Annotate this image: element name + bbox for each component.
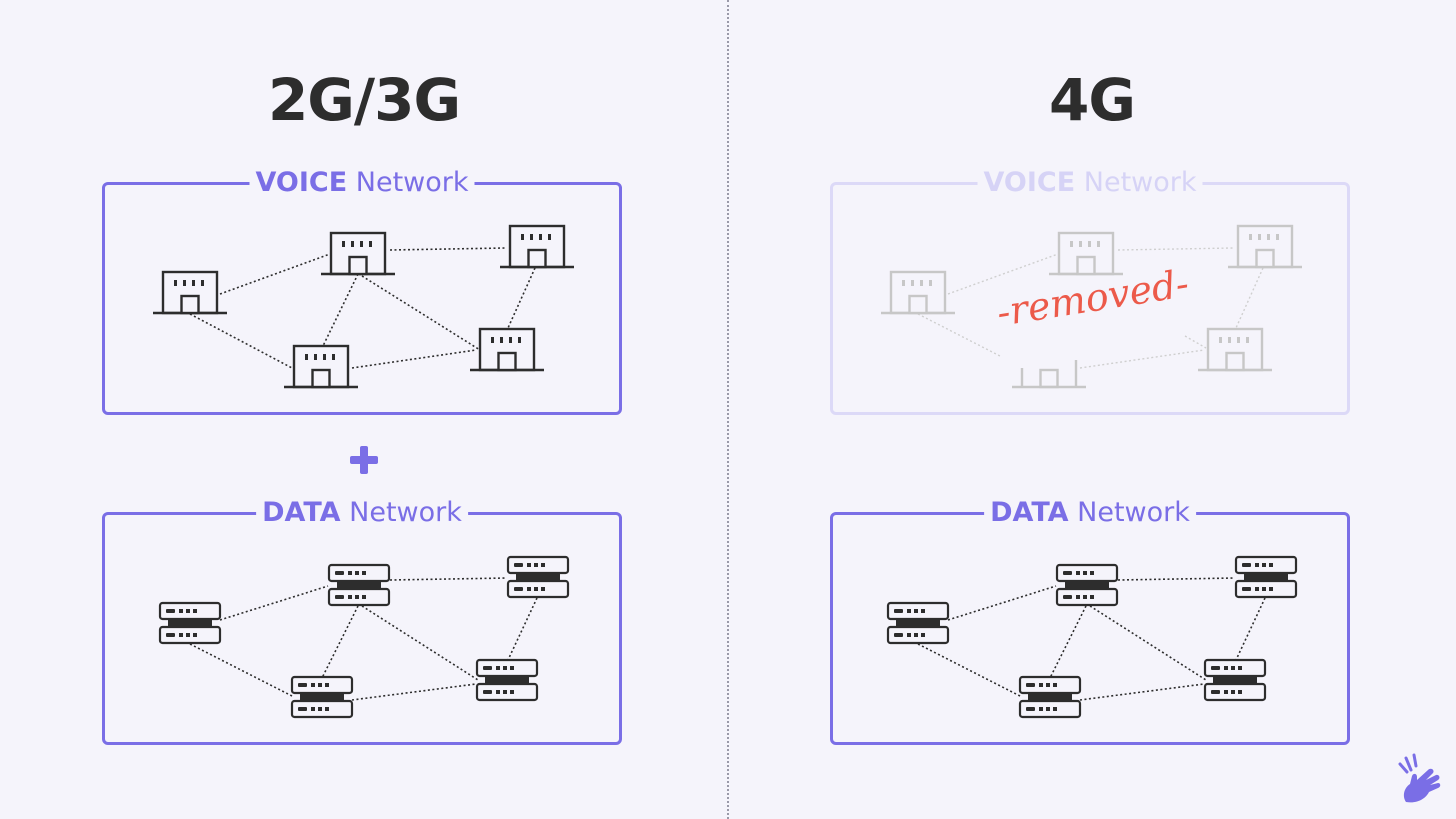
server-stack-icon (1055, 563, 1119, 607)
server-stack-icon (886, 601, 950, 645)
building-icon (879, 270, 957, 315)
data-keyword: DATA (262, 497, 341, 528)
data-network-box-4g: DATA Network (830, 495, 1350, 745)
server-stack-icon (475, 658, 539, 702)
hand-logo-icon (1398, 753, 1441, 803)
network-suffix: Network (340, 497, 462, 528)
server-stack-icon (158, 601, 222, 645)
voice-network-label: VOICE Network (977, 165, 1203, 201)
data-nodes-2g3g (158, 555, 570, 719)
voice-keyword: VOICE (255, 167, 348, 198)
voice-network-box-4g: VOICE Network (830, 165, 1350, 415)
center-divider (727, 0, 729, 819)
network-suffix: Network (1075, 167, 1197, 198)
server-stack-icon (506, 555, 570, 599)
voice-network-box-2g3g: VOICE Network (102, 165, 622, 415)
voice-nodes-2g3g (151, 224, 576, 389)
building-icon (1226, 224, 1304, 269)
building-icon (319, 231, 397, 276)
data-network-label: DATA Network (256, 495, 468, 531)
voice-keyword: VOICE (983, 167, 1076, 198)
building-icon (1047, 231, 1125, 276)
title-4g: 4G (1049, 66, 1136, 134)
voice-nodes-4g-faded (879, 224, 1304, 389)
voice-links-4g-faded (917, 247, 1264, 369)
data-network-box-2g3g: DATA Network (102, 495, 622, 745)
server-stack-icon (1018, 675, 1082, 719)
network-suffix: Network (1068, 497, 1190, 528)
voice-links-2g3g (189, 247, 536, 369)
building-icon-partial (1012, 360, 1086, 389)
server-stack-icon (1203, 658, 1267, 702)
building-icon (1196, 327, 1274, 372)
server-stack-icon (1234, 555, 1298, 599)
data-links-2g3g (189, 577, 538, 701)
title-2g-3g: 2G/3G (267, 66, 461, 134)
building-icon (282, 344, 360, 389)
building-icon (151, 270, 229, 315)
data-keyword: DATA (990, 497, 1069, 528)
voice-network-label: VOICE Network (249, 165, 475, 201)
building-icon (498, 224, 576, 269)
building-icon (468, 327, 546, 372)
data-network-label: DATA Network (984, 495, 1196, 531)
network-suffix: Network (347, 167, 469, 198)
server-stack-icon (327, 563, 391, 607)
server-stack-icon (290, 675, 354, 719)
data-links-4g (917, 577, 1266, 701)
plus-icon (350, 446, 378, 474)
data-nodes-4g (886, 555, 1298, 719)
